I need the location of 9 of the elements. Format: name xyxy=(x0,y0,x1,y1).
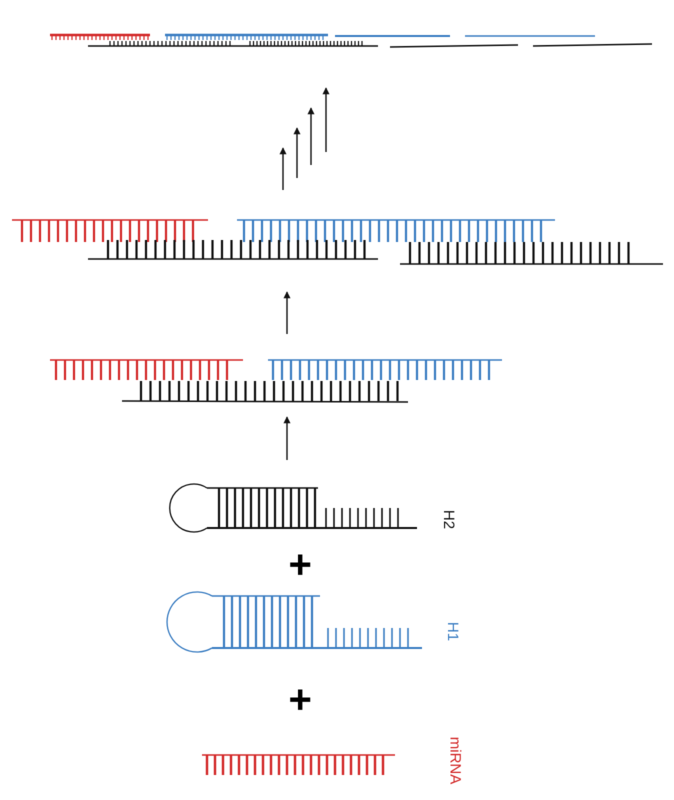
plus-sign: + xyxy=(288,545,312,585)
strand-label: miRNA xyxy=(447,736,462,784)
arrow xyxy=(284,291,290,334)
strand-label: H1 xyxy=(444,621,460,641)
strand-label: H2 xyxy=(440,509,456,529)
strand-drawing xyxy=(200,753,398,777)
arrow xyxy=(284,416,290,460)
plus-sign: + xyxy=(288,680,312,720)
strand-drawing xyxy=(48,357,504,405)
